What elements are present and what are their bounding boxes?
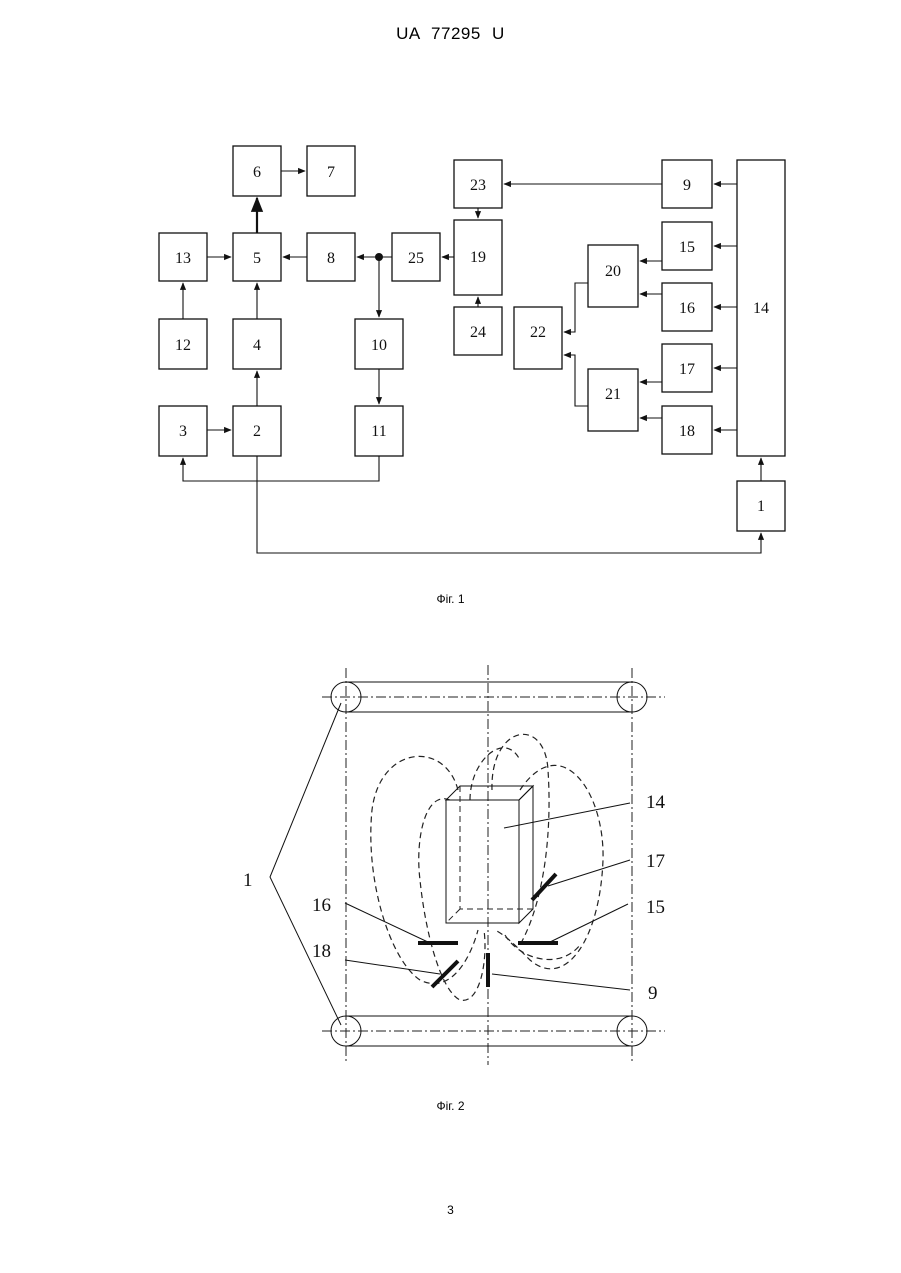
- block-23: 23: [454, 160, 502, 208]
- leader-18: [345, 960, 440, 974]
- block-14-label: 14: [753, 300, 769, 317]
- block-9-label: 9: [683, 177, 691, 194]
- figure-1-caption: Фіг. 1: [0, 592, 901, 606]
- block-10-label: 10: [371, 337, 387, 354]
- block-21: 21: [588, 369, 638, 431]
- fig2-label-1: 1: [243, 870, 253, 891]
- leader-16: [345, 903, 430, 943]
- block-8-label: 8: [327, 250, 335, 267]
- block-15: 15: [662, 222, 712, 270]
- block-3: 3: [159, 406, 207, 456]
- block-18: 18: [662, 406, 712, 454]
- block-1: 1: [737, 481, 785, 531]
- block-14: 14: [737, 160, 785, 456]
- block-13: 13: [159, 233, 207, 281]
- block-9: 9: [662, 160, 712, 208]
- block-18-label: 18: [679, 423, 695, 440]
- figure-2-caption: Фіг. 2: [0, 1099, 901, 1113]
- fig2-sketch: 14 17 15 16 18 9 1: [243, 665, 666, 1065]
- block-8: 8: [307, 233, 355, 281]
- block-1-label: 1: [757, 498, 765, 515]
- block-13-label: 13: [175, 250, 191, 267]
- block-19: 19: [454, 220, 502, 295]
- leader-17: [548, 860, 630, 886]
- fig2-label-16: 16: [312, 895, 331, 916]
- block-20-label: 20: [605, 263, 621, 280]
- fig2-label-18: 18: [312, 941, 331, 962]
- block-7-label: 7: [327, 164, 335, 181]
- label-1-leader: [270, 703, 341, 1025]
- block-24-label: 24: [470, 324, 486, 341]
- block-21-label: 21: [605, 386, 621, 403]
- leader-14: [504, 803, 630, 828]
- block-22-label: 22: [530, 324, 546, 341]
- block-25-label: 25: [408, 250, 424, 267]
- page-number: 3: [0, 1203, 901, 1217]
- block-6-label: 6: [253, 164, 261, 181]
- block-15-label: 15: [679, 239, 695, 256]
- block-11-label: 11: [371, 423, 386, 440]
- block-3-label: 3: [179, 423, 187, 440]
- block-5: 5: [233, 233, 281, 281]
- block-23-label: 23: [470, 177, 486, 194]
- sensor-17-bar: [532, 874, 556, 900]
- block-5-label: 5: [253, 250, 261, 267]
- block-16-label: 16: [679, 300, 695, 317]
- block-16: 16: [662, 283, 712, 331]
- block-12: 12: [159, 319, 207, 369]
- block-4-label: 4: [253, 337, 261, 354]
- block-17: 17: [662, 344, 712, 392]
- block-22: 22: [514, 307, 562, 369]
- block-24: 24: [454, 307, 502, 355]
- box-14: [446, 786, 533, 923]
- block-25: 25: [392, 233, 440, 281]
- block-2: 2: [233, 406, 281, 456]
- fig1-block-diagram: 6 7 13 5 8 25 19 23 9 15 20 16 14 12 4 1…: [159, 146, 785, 553]
- fig2-label-9: 9: [648, 983, 658, 1004]
- block-2-label: 2: [253, 423, 261, 440]
- block-10: 10: [355, 319, 403, 369]
- fig2-label-17: 17: [646, 851, 665, 872]
- block-4: 4: [233, 319, 281, 369]
- fig2-label-14: 14: [646, 792, 666, 813]
- fig2-label-15: 15: [646, 897, 665, 918]
- block-7: 7: [307, 146, 355, 196]
- block-17-label: 17: [679, 361, 695, 378]
- leader-15: [548, 904, 628, 943]
- leader-9: [492, 974, 630, 990]
- block-6: 6: [233, 146, 281, 196]
- block-19-label: 19: [470, 249, 486, 266]
- block-12-label: 12: [175, 337, 191, 354]
- block-11: 11: [355, 406, 403, 456]
- block-20: 20: [588, 245, 638, 307]
